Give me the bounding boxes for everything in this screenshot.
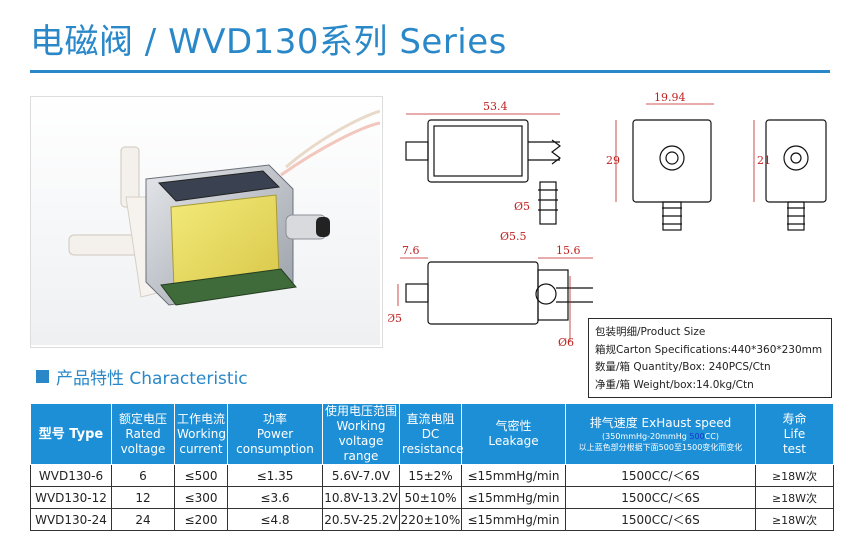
section-heading-label: 产品特性 Characteristic bbox=[56, 369, 248, 389]
section-heading: 产品特性 Characteristic bbox=[36, 364, 248, 389]
cell-resistance: 15±2% bbox=[399, 464, 462, 487]
cell-exhaust: 1500CC/＜6S bbox=[565, 508, 756, 531]
dim-length: 53.4 bbox=[483, 100, 508, 113]
cell-life: ≥18W次 bbox=[755, 486, 834, 509]
cell-life: ≥18W次 bbox=[755, 464, 834, 487]
header-type: 型号 Type bbox=[30, 403, 112, 465]
dim-21: 21 bbox=[757, 154, 771, 167]
package-line: 包装明细/Product Size bbox=[595, 326, 706, 338]
dim-side-d6: Ø6 bbox=[558, 336, 574, 349]
cell-type: WVD130-24 bbox=[30, 508, 112, 531]
cell-life: ≥18W次 bbox=[755, 508, 834, 531]
cell-power: ≤4.8 bbox=[227, 508, 323, 531]
package-line: 箱规Carton Specifications:440*360*230mm bbox=[595, 343, 823, 356]
dim-15-6: 15.6 bbox=[556, 244, 581, 257]
product-photo bbox=[30, 96, 383, 348]
cell-type: WVD130-12 bbox=[30, 486, 112, 509]
dimension-drawings: 53.4 Ø5 Ø5.5 19.94 29 21 7.6 15.6 Ø5 Ø6 bbox=[388, 90, 840, 350]
cell-current: ≤200 bbox=[174, 508, 228, 531]
cell-exhaust: 1500CC/＜6S bbox=[565, 464, 756, 487]
cell-leakage: ≤15mmHg/min bbox=[461, 508, 566, 531]
cell-rated: 12 bbox=[111, 486, 175, 509]
cell-rated: 24 bbox=[111, 508, 175, 531]
table-row: WVD130-24 24 ≤200 ≤4.8 20.5V-25.2V 220±1… bbox=[30, 508, 834, 531]
cell-leakage: ≤15mmHg/min bbox=[461, 464, 566, 487]
cell-current: ≤500 bbox=[174, 464, 228, 487]
cell-exhaust: 1500CC/＜6S bbox=[565, 486, 756, 509]
table-row: WVD130-6 6 ≤500 ≤1.35 5.6V-7.0V 15±2% ≤1… bbox=[30, 464, 834, 487]
header-exhaust: 排气速度 ExHaust speed (350mmHg-20mmHg 500CC… bbox=[565, 403, 756, 465]
section-marker-icon bbox=[36, 370, 49, 383]
dim-d5: Ø5 bbox=[514, 200, 530, 213]
cell-range: 20.5V-25.2V bbox=[322, 508, 400, 531]
package-info-box: 包装明细/Product Size 箱规Carton Specification… bbox=[588, 318, 832, 398]
cell-type: WVD130-6 bbox=[30, 464, 112, 487]
cell-resistance: 220±10% bbox=[399, 508, 462, 531]
package-line: 净重/箱 Weight/box:14.0kg/Ctn bbox=[595, 378, 754, 391]
dim-width: 19.94 bbox=[654, 91, 686, 104]
dim-7-6: 7.6 bbox=[402, 244, 420, 257]
dim-d55: Ø5.5 bbox=[500, 230, 527, 243]
cell-range: 5.6V-7.0V bbox=[322, 464, 400, 487]
cell-range: 10.8V-13.2V bbox=[322, 486, 400, 509]
cell-power: ≤3.6 bbox=[227, 486, 323, 509]
cell-leakage: ≤15mmHg/min bbox=[461, 486, 566, 509]
page-title: 电磁阀 / WVD130系列 Series bbox=[30, 22, 507, 62]
cell-power: ≤1.35 bbox=[227, 464, 323, 487]
title-divider bbox=[30, 70, 830, 73]
cell-resistance: 50±10% bbox=[399, 486, 462, 509]
package-line: 数量/箱 Quantity/Box: 240PCS/Ctn bbox=[595, 361, 771, 373]
dim-29: 29 bbox=[606, 154, 620, 167]
cell-current: ≤300 bbox=[174, 486, 228, 509]
cell-rated: 6 bbox=[111, 464, 175, 487]
dim-side-d5: Ø5 bbox=[388, 312, 402, 325]
table-row: WVD130-12 12 ≤300 ≤3.6 10.8V-13.2V 50±10… bbox=[30, 486, 834, 509]
